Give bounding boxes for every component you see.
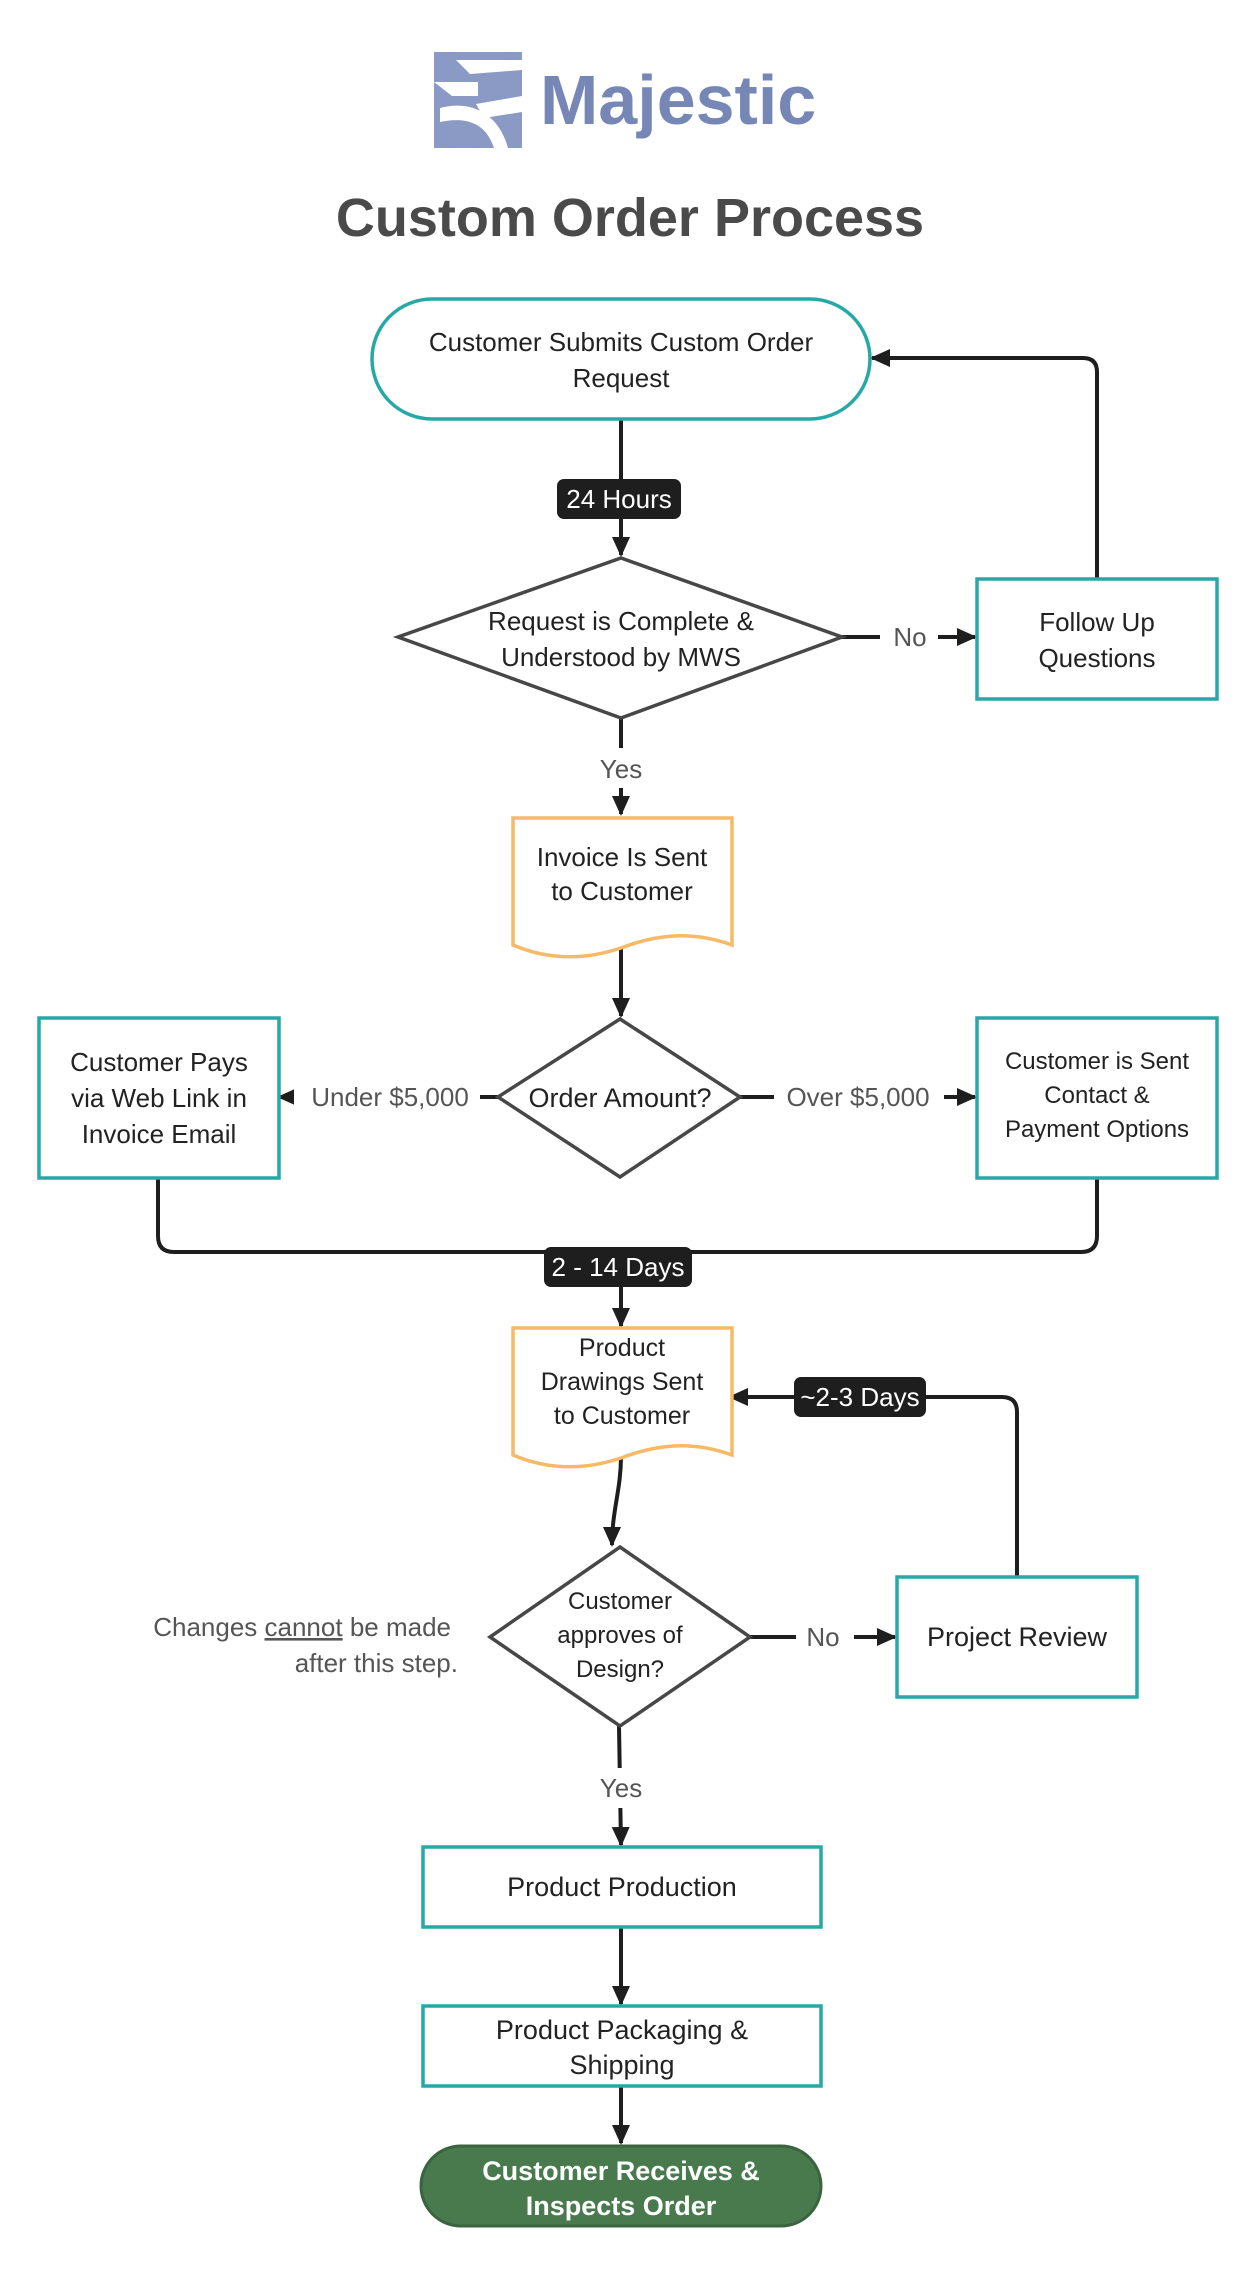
logo-text: Majestic <box>540 61 816 139</box>
node-production: Product Production <box>421 1845 823 1929</box>
svg-text:to Customer: to Customer <box>551 876 693 906</box>
connector-followup-to-start <box>870 349 1099 578</box>
edge-label-under: Under $5,000 <box>311 1082 469 1112</box>
edge-label-bg <box>880 618 938 656</box>
svg-text:Design?: Design? <box>576 1656 664 1683</box>
edge-label-yes-2: Yes <box>600 1773 642 1803</box>
logo: Majestic <box>434 52 816 148</box>
svg-text:Project Review: Project Review <box>927 1622 1108 1652</box>
svg-text:Product Packaging &: Product Packaging & <box>496 2015 748 2045</box>
svg-text:Customer Receives &: Customer Receives & <box>482 2156 760 2186</box>
node-end: Customer Receives & Inspects Order <box>419 2144 823 2228</box>
connector-contact-merge <box>621 1177 1099 1254</box>
svg-text:Invoice Is Sent: Invoice Is Sent <box>537 842 708 872</box>
svg-text:to Customer: to Customer <box>554 1402 690 1430</box>
svg-text:Invoice Email: Invoice Email <box>82 1119 237 1149</box>
edge-label-bg <box>796 1618 854 1656</box>
edge-label-bg <box>592 748 650 788</box>
svg-text:Understood by MWS: Understood by MWS <box>501 642 741 672</box>
svg-text:Inspects Order: Inspects Order <box>526 2191 717 2221</box>
svg-text:Contact &: Contact & <box>1044 1082 1149 1109</box>
connector-drawings-to-approve <box>603 1455 623 1547</box>
edge-label-bg <box>592 1768 650 1808</box>
svg-text:2 - 14 Days: 2 - 14 Days <box>552 1252 685 1282</box>
svg-text:Drawings Sent: Drawings Sent <box>541 1368 704 1396</box>
node-start: Customer Submits Custom Order Request <box>370 297 872 421</box>
svg-text:Customer Submits Custom Order: Customer Submits Custom Order <box>429 327 814 357</box>
svg-text:Customer: Customer <box>568 1588 672 1615</box>
edge-label-bg <box>774 1078 944 1116</box>
node-project-review: Project Review <box>895 1575 1139 1699</box>
node-approve: Customer approves of Design? <box>486 1544 754 1729</box>
note-line-1: Changes cannot be made <box>153 1612 451 1642</box>
badge-24-hours: 24 Hours <box>557 479 681 519</box>
node-invoice: Invoice Is Sent to Customer <box>511 816 734 959</box>
svg-text:via Web Link in: via Web Link in <box>71 1083 247 1113</box>
svg-text:Request: Request <box>573 363 671 393</box>
connector-review-to-drawings <box>728 1388 1019 1576</box>
svg-text:Questions: Questions <box>1038 643 1155 673</box>
edge-label-bg <box>294 1078 480 1116</box>
badge-2-14-days: 2 - 14 Days <box>544 1247 692 1287</box>
note-changes: Changes cannot be made after this step. <box>153 1612 458 1678</box>
svg-text:Customer is Sent: Customer is Sent <box>1005 1048 1189 1075</box>
edge-label-no: No <box>893 622 926 652</box>
note-line-2: after this step. <box>295 1648 458 1678</box>
svg-text:Payment Options: Payment Options <box>1005 1116 1189 1143</box>
node-decision-complete: Request is Complete & Understood by MWS <box>392 556 848 720</box>
svg-text:Product Production: Product Production <box>507 1872 737 1902</box>
svg-text:Shipping: Shipping <box>569 2050 674 2080</box>
svg-text:Customer Pays: Customer Pays <box>70 1047 248 1077</box>
connectors <box>156 349 1099 2145</box>
edge-label-yes: Yes <box>600 754 642 784</box>
node-drawings: Product Drawings Sent to Customer <box>511 1326 734 1469</box>
svg-text:Follow Up: Follow Up <box>1039 607 1155 637</box>
svg-text:Order Amount?: Order Amount? <box>528 1083 711 1113</box>
node-order-amount: Order Amount? <box>494 1016 744 1180</box>
svg-text:approves of: approves of <box>557 1622 683 1649</box>
node-sent-contact: Customer is Sent Contact & Payment Optio… <box>975 1016 1219 1180</box>
svg-text:Product: Product <box>579 1334 665 1362</box>
edge-label-over: Over $5,000 <box>786 1082 929 1112</box>
svg-text:~2-3 Days: ~2-3 Days <box>800 1382 919 1412</box>
page-title: Custom Order Process <box>336 188 924 248</box>
node-pay-web: Customer Pays via Web Link in Invoice Em… <box>37 1016 281 1180</box>
svg-text:Request is Complete &: Request is Complete & <box>488 606 754 636</box>
node-packaging: Product Packaging & Shipping <box>421 2004 823 2088</box>
edge-label-no-2: No <box>806 1622 839 1652</box>
connector-payweb-merge <box>156 1177 621 1254</box>
node-follow-up: Follow Up Questions <box>975 577 1219 701</box>
logo-mark-icon <box>434 52 522 148</box>
svg-text:24 Hours: 24 Hours <box>566 484 672 514</box>
badge-2-3-days: ~2-3 Days <box>794 1377 926 1417</box>
